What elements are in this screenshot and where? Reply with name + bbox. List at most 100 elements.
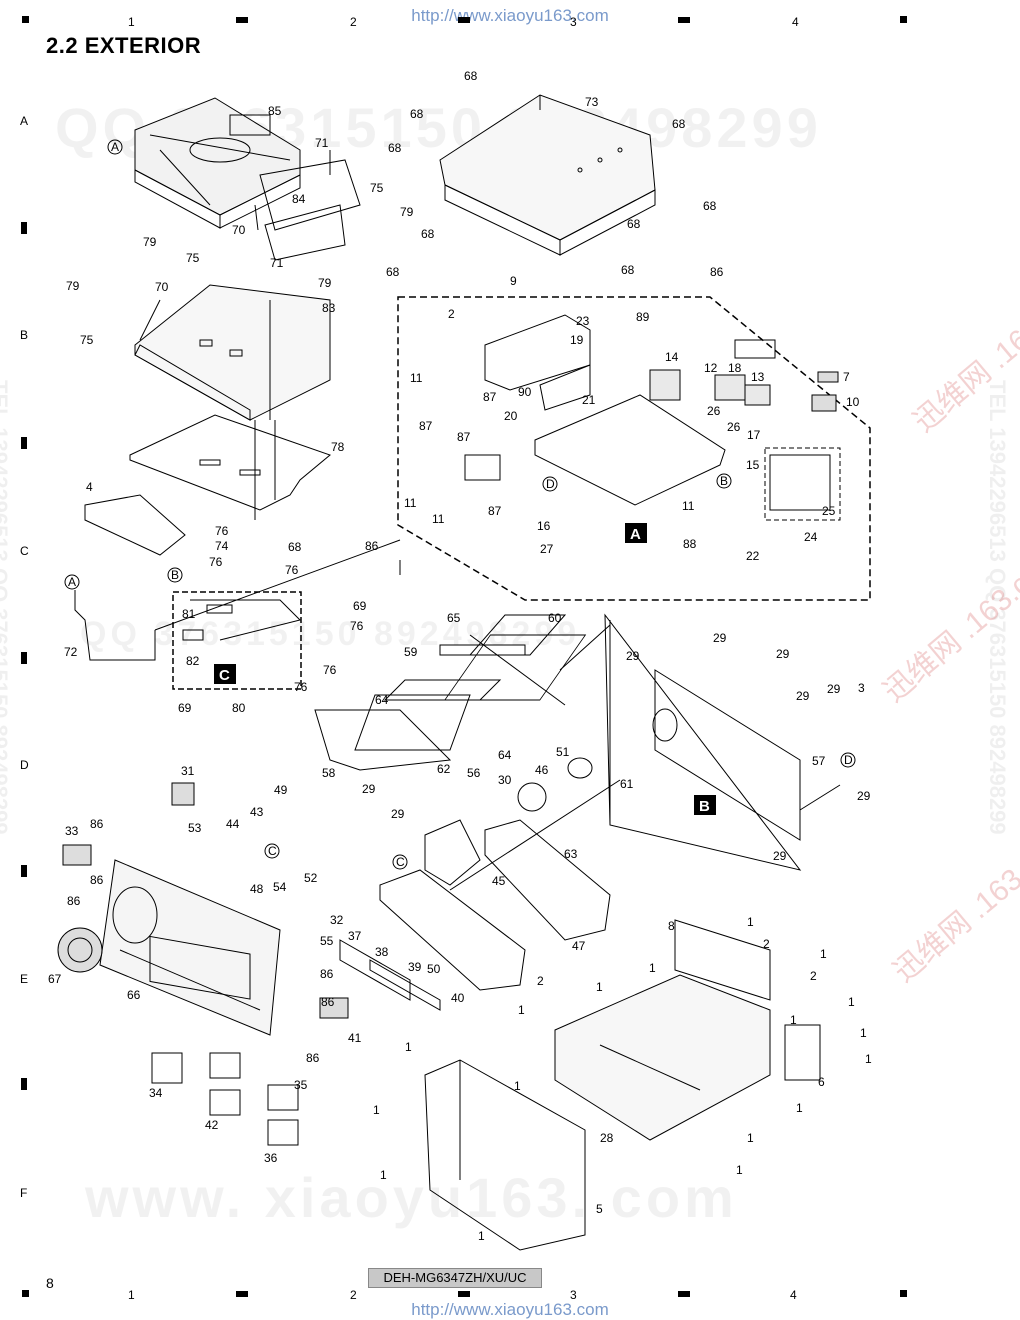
callout-1: 1 bbox=[373, 1103, 380, 1117]
callout-54: 54 bbox=[273, 880, 287, 894]
callout-57: 57 bbox=[812, 754, 826, 768]
callout-20: 20 bbox=[504, 409, 518, 423]
callout-76: 76 bbox=[350, 619, 364, 633]
reg-mark bbox=[236, 17, 248, 23]
callout-29: 29 bbox=[827, 682, 841, 696]
callout-89: 89 bbox=[636, 310, 650, 324]
chassis-83 bbox=[134, 284, 331, 421]
page-number: 8 bbox=[46, 1275, 54, 1291]
svg-text:C: C bbox=[268, 844, 277, 858]
svg-text:A: A bbox=[111, 140, 119, 154]
callout-79: 79 bbox=[400, 205, 414, 219]
callout-29: 29 bbox=[713, 631, 727, 645]
callout-47: 47 bbox=[572, 939, 586, 953]
column-number: 2 bbox=[350, 1288, 357, 1302]
svg-text:B: B bbox=[720, 474, 728, 488]
callout-68: 68 bbox=[627, 217, 641, 231]
callout-76: 76 bbox=[209, 555, 223, 569]
callout-1: 1 bbox=[865, 1052, 872, 1066]
svg-text:D: D bbox=[844, 753, 853, 767]
reg-mark bbox=[21, 1078, 27, 1090]
callout-6: 6 bbox=[818, 1075, 825, 1089]
callout-60: 60 bbox=[548, 611, 562, 625]
callout-86: 86 bbox=[320, 967, 334, 981]
callout-68: 68 bbox=[288, 540, 302, 554]
callout-29: 29 bbox=[773, 849, 787, 863]
reg-mark bbox=[678, 17, 690, 23]
callout-43: 43 bbox=[250, 805, 264, 819]
watermark-qq-2: QQ 376315150 892498299 bbox=[80, 615, 581, 653]
reg-mark bbox=[21, 222, 27, 234]
row-letter: B bbox=[20, 328, 29, 342]
callout-13: 13 bbox=[751, 370, 765, 384]
callout-71: 71 bbox=[270, 256, 284, 270]
callout-87: 87 bbox=[488, 504, 502, 518]
callout-86: 86 bbox=[90, 873, 104, 887]
callout-1: 1 bbox=[405, 1040, 412, 1054]
callout-17: 17 bbox=[747, 428, 761, 442]
callout-76: 76 bbox=[323, 663, 337, 677]
callout-76: 76 bbox=[285, 563, 299, 577]
callout-24: 24 bbox=[804, 530, 818, 544]
callout-34: 34 bbox=[149, 1086, 163, 1100]
callout-68: 68 bbox=[621, 263, 635, 277]
row-letter: C bbox=[20, 544, 29, 558]
part-callouts: 85 71 75 79 84 70 68 68 71 79 79 75 70 7… bbox=[48, 69, 872, 1243]
callout-79: 79 bbox=[66, 279, 80, 293]
callout-73: 73 bbox=[585, 95, 599, 109]
callout-9: 9 bbox=[510, 274, 517, 288]
callout-61: 61 bbox=[620, 777, 634, 791]
front-panel-66 bbox=[99, 859, 281, 1036]
reg-mark bbox=[458, 17, 470, 23]
row-letter: A bbox=[20, 114, 29, 128]
callout-63: 63 bbox=[564, 847, 578, 861]
url-bottom[interactable]: http://www.xiaoyu163.com bbox=[411, 1300, 609, 1319]
callout-36: 36 bbox=[264, 1151, 278, 1165]
callout-41: 41 bbox=[348, 1031, 362, 1045]
column-number: 4 bbox=[790, 1288, 797, 1302]
callout-83: 83 bbox=[322, 301, 336, 315]
callout-46: 46 bbox=[535, 763, 549, 777]
callout-86: 86 bbox=[67, 894, 81, 908]
callout-50: 50 bbox=[427, 962, 441, 976]
callout-70: 70 bbox=[155, 280, 169, 294]
callout-1: 1 bbox=[514, 1079, 521, 1093]
callout-87: 87 bbox=[419, 419, 433, 433]
callout-86: 86 bbox=[321, 995, 335, 1009]
box-label-b: B bbox=[694, 795, 716, 815]
callout-88: 88 bbox=[683, 537, 697, 551]
callout-79: 79 bbox=[318, 276, 332, 290]
callout-1: 1 bbox=[747, 1131, 754, 1145]
callout-79: 79 bbox=[143, 235, 157, 249]
callout-1: 1 bbox=[478, 1229, 485, 1243]
callout-4: 4 bbox=[86, 480, 93, 494]
callout-1: 1 bbox=[820, 947, 827, 961]
callout-21: 21 bbox=[582, 393, 596, 407]
callout-1: 1 bbox=[747, 915, 754, 929]
callout-69: 69 bbox=[353, 599, 367, 613]
callout-3: 3 bbox=[858, 681, 865, 695]
callout-64: 64 bbox=[498, 748, 512, 762]
callout-62: 62 bbox=[437, 762, 451, 776]
column-number: 3 bbox=[570, 15, 577, 29]
callout-53: 53 bbox=[188, 821, 202, 835]
callout-68: 68 bbox=[386, 265, 400, 279]
reg-mark bbox=[900, 1290, 907, 1297]
callout-45: 45 bbox=[492, 874, 506, 888]
cd-mechanism-85 bbox=[134, 97, 301, 229]
callout-12: 12 bbox=[704, 361, 718, 375]
callout-11: 11 bbox=[404, 496, 417, 510]
callout-87: 87 bbox=[483, 390, 497, 404]
callout-68: 68 bbox=[421, 227, 435, 241]
callout-87: 87 bbox=[457, 430, 471, 444]
callout-26: 26 bbox=[727, 420, 741, 434]
reg-mark bbox=[22, 16, 29, 23]
page-title: 2.2 EXTERIOR bbox=[46, 33, 202, 58]
reg-mark bbox=[22, 1290, 29, 1297]
chassis-28 bbox=[554, 919, 821, 1141]
callout-76: 76 bbox=[294, 680, 308, 694]
box-label-c: C bbox=[214, 664, 236, 684]
callout-52: 52 bbox=[304, 871, 318, 885]
reg-mark bbox=[236, 1291, 248, 1297]
